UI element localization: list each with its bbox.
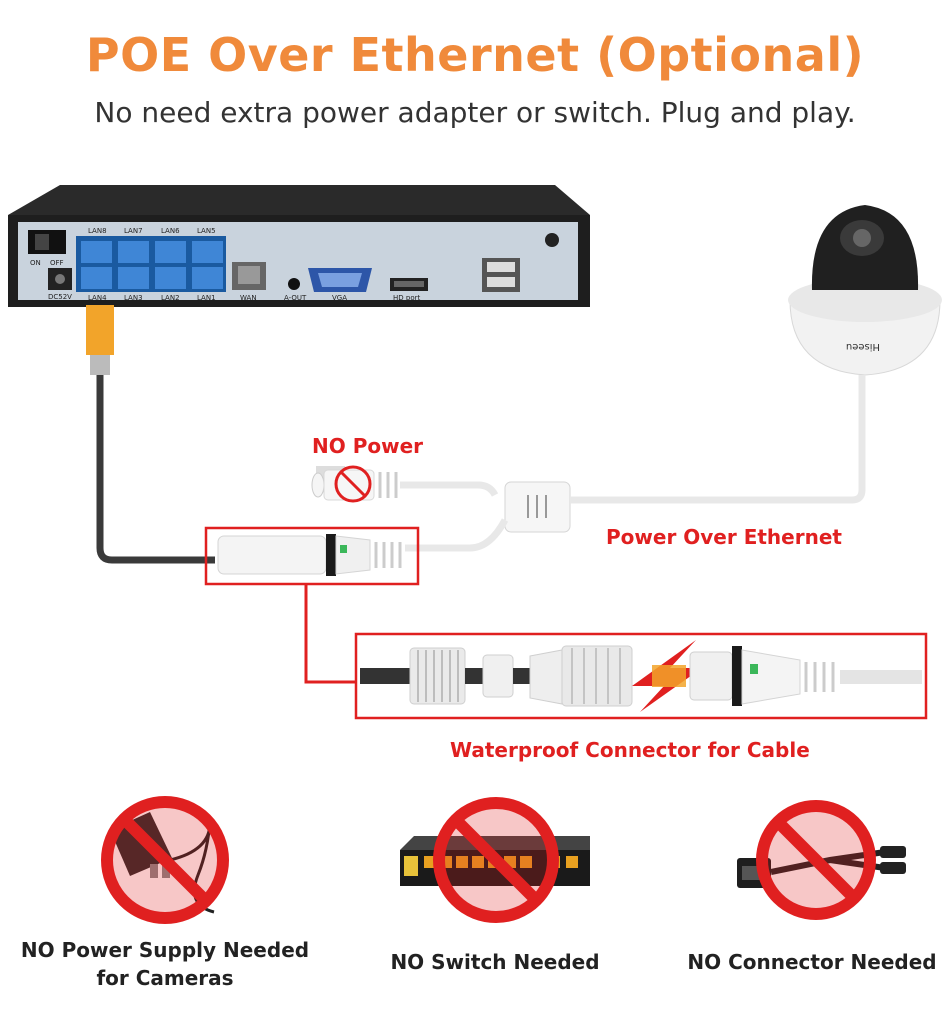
dome-camera-icon: Hiseeu	[788, 205, 942, 376]
camera-brand: Hiseeu	[846, 341, 880, 352]
lan2-label: LAN2	[161, 294, 180, 302]
poe-label: Power Over Ethernet	[606, 525, 842, 549]
no-entry-icon	[433, 797, 559, 923]
no-power-supply-line2: for Cameras	[96, 966, 234, 990]
no-entry-icon	[756, 800, 876, 920]
lan3-label: LAN3	[124, 294, 143, 302]
dc-label: DC52V	[48, 293, 72, 301]
no-connector-label: NO Connector Needed	[687, 950, 937, 974]
lan5-label: LAN5	[197, 227, 216, 235]
nvr-device-icon: ON OFF DC52V LAN8 LAN7 LAN6 LAN5 LAN4 LA…	[8, 185, 590, 307]
lan1-label: LAN1	[197, 294, 216, 302]
lan7-label: LAN7	[124, 227, 143, 235]
no-entry-icon	[334, 465, 372, 503]
lan4-label: LAN4	[88, 294, 107, 302]
lan8-label: LAN8	[88, 227, 107, 235]
no-entry-icon	[101, 796, 229, 924]
no-switch-label: NO Switch Needed	[390, 950, 600, 974]
switch-on-label: ON	[30, 259, 41, 267]
page-subtitle: No need extra power adapter or switch. P…	[94, 96, 856, 129]
no-power-supply-label: NO Power Supply Needed for Cameras	[10, 936, 320, 992]
lan6-label: LAN6	[161, 227, 180, 235]
hd-label: HD port	[393, 294, 420, 302]
aout-label: A-OUT	[284, 294, 307, 302]
vga-label: VGA	[332, 294, 347, 302]
switch-off-label: OFF	[50, 259, 64, 267]
no-power-supply-line1: NO Power Supply Needed	[20, 938, 310, 962]
wan-label: WAN	[240, 294, 257, 302]
no-power-label: NO Power	[312, 434, 424, 458]
page-title: POE Over Ethernet (Optional)	[85, 28, 865, 82]
waterproof-label: Waterproof Connector for Cable	[450, 738, 810, 762]
